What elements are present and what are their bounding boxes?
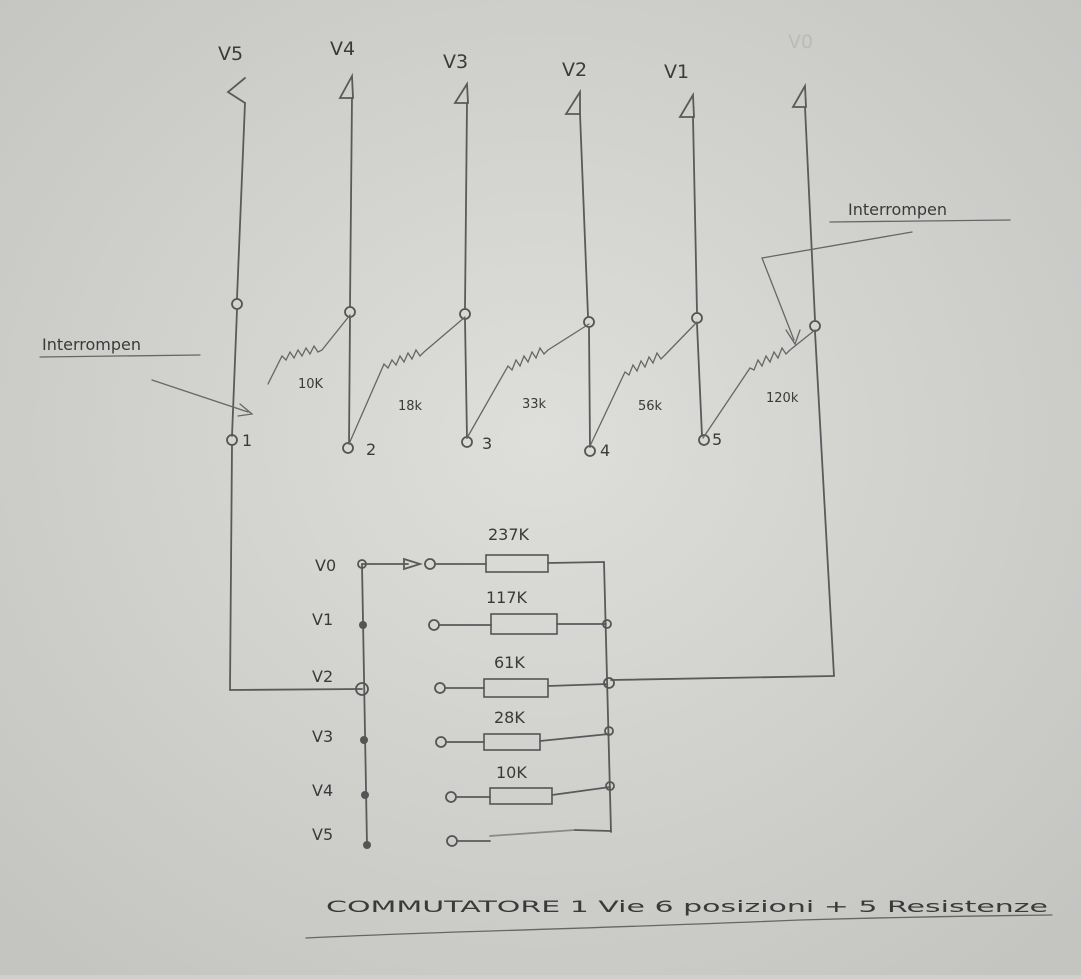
- interrupter-label-left: Interrompen: [42, 335, 141, 354]
- selector-wiper-icon: [403, 557, 424, 571]
- switch-section: 1 2 3 4 5 10K 18k 33k 56k 120k Interromp…: [39, 200, 1011, 460]
- position-label: 4: [600, 441, 610, 460]
- resistor-value-label: 56k: [638, 399, 663, 414]
- resistor-value-label: 33k: [522, 397, 547, 412]
- arrow-v3-icon: [453, 81, 469, 104]
- position-terminal-1: [226, 434, 238, 446]
- bottom-resistor-label: 10K: [496, 763, 527, 782]
- top-voltage-label: V3: [443, 51, 468, 73]
- resistor-120k: [702, 329, 816, 439]
- resistor-value-label: 18k: [398, 399, 423, 414]
- arrow-v4-icon: [338, 72, 354, 99]
- interrupter-label-right: Interrompen: [848, 200, 947, 219]
- upper-terminal-v2: [583, 316, 595, 328]
- position-label: 2: [366, 440, 376, 459]
- selector-voltage-label: V0: [315, 556, 336, 575]
- bottom-resistor-label: 117K: [486, 588, 528, 607]
- bottom-selector: V0 V1 V2 V3 V4 V5: [312, 525, 615, 849]
- arrow-v5-icon: [226, 77, 246, 104]
- selector-voltage-label: V1: [312, 610, 333, 629]
- output-rail: [603, 561, 612, 833]
- top-voltage-label: V1: [664, 61, 689, 83]
- top-voltage-label: V2: [562, 59, 587, 81]
- selector-voltage-label: V2: [312, 667, 333, 686]
- selector-voltage-label: V4: [312, 781, 333, 800]
- arrow-v2-icon: [564, 88, 581, 115]
- position-terminal-2: [342, 442, 354, 454]
- upper-terminal-v4: [344, 306, 356, 318]
- arrow-v1-icon: [678, 91, 695, 118]
- resistor-10k: [267, 314, 351, 385]
- bottom-resistor-label: 28K: [494, 708, 525, 727]
- selector-voltage-label: V5: [312, 825, 333, 844]
- resistor-33k: [466, 323, 590, 439]
- bottom-resistor-label: 237K: [488, 525, 530, 544]
- resistor-56k: [589, 321, 698, 447]
- resistor-10k-bottom: [489, 787, 553, 805]
- return-wiring: [229, 331, 835, 691]
- upper-terminal-v1: [691, 312, 703, 324]
- resistor-61k: [483, 678, 549, 698]
- resistor-value-label: 120k: [766, 391, 799, 406]
- position-label: 1: [242, 431, 252, 450]
- pointer-arrow-left-icon: [151, 379, 254, 417]
- resistor-18k: [348, 316, 466, 445]
- top-voltage-label: V0: [788, 31, 813, 53]
- position-label: 5: [712, 430, 722, 449]
- bottom-resistor-label: 61K: [494, 653, 525, 672]
- caption-text: COMMUTATORE 1 Vie 6 posizioni + 5 Resist…: [326, 897, 1048, 916]
- upper-terminal-v5: [231, 298, 243, 310]
- position-label: 3: [482, 434, 492, 453]
- pointer-arrow-right-icon: [761, 231, 913, 346]
- selector-voltage-label: V3: [312, 727, 333, 746]
- resistor-28k: [483, 733, 541, 751]
- top-voltage-label: V5: [218, 43, 243, 65]
- upper-terminal-v0: [809, 320, 821, 332]
- caption-block: COMMUTATORE 1 Vie 6 posizioni + 5 Resist…: [305, 897, 1053, 939]
- caption-underline: [305, 914, 1053, 939]
- top-voltage-columns: V5 V4 V3 V2 V1 V0: [218, 31, 821, 332]
- column-v5-line: [236, 102, 246, 299]
- arrow-v0-icon: [791, 82, 807, 108]
- position-terminal-5: [698, 434, 710, 446]
- top-voltage-label: V4: [330, 38, 355, 60]
- resistor-value-label: 10K: [298, 377, 324, 392]
- upper-terminal-v3: [459, 308, 471, 320]
